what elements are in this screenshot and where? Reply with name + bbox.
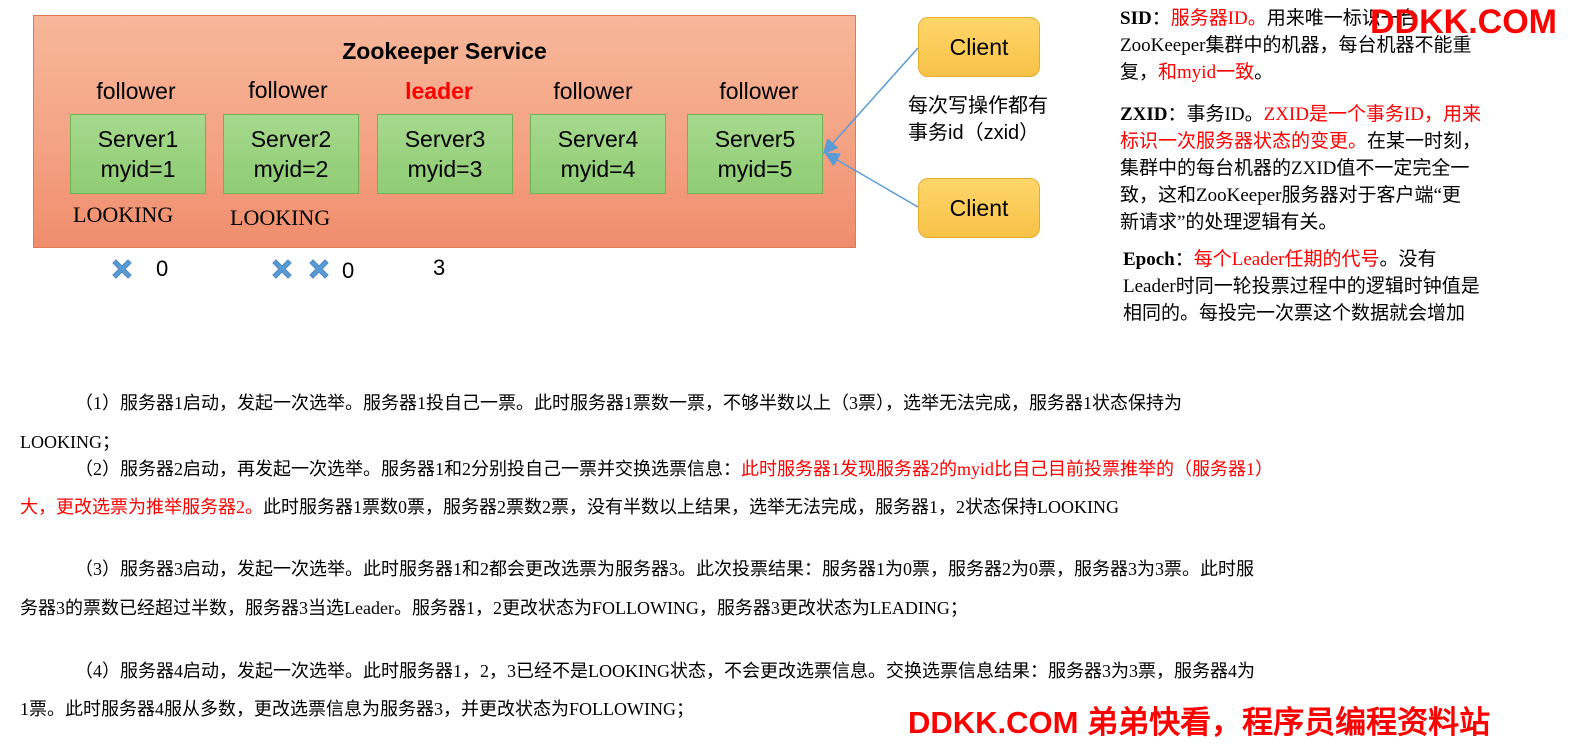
server1-vote: 0 xyxy=(156,256,169,281)
watermark-top: DDKK.COM xyxy=(1370,3,1557,41)
server2-myid: myid=2 xyxy=(253,156,329,182)
step4-line1: （4）服务器4启动，发起一次选举。此时服务器1，2，3已经不是LOOKING状态… xyxy=(75,661,1255,681)
sid-term: SID xyxy=(1120,8,1152,29)
server1-box: Server1 myid=1 xyxy=(70,114,206,194)
service-title: Zookeeper Service xyxy=(342,38,547,64)
zxid-line1-b: ZXID是一个事务ID，用来 xyxy=(1263,104,1482,125)
arrow-client-bottom xyxy=(824,152,919,208)
server4-name: Server4 xyxy=(557,126,639,152)
server3-role: leader xyxy=(405,78,473,104)
server5-role: follower xyxy=(719,78,799,104)
epoch-definition: Epoch：每个Leader任期的代号。没有 Leader时同一轮投票过程中的逻… xyxy=(1123,246,1543,327)
zxid-line2-b: 在某一时刻， xyxy=(1367,131,1482,152)
epoch-line3: 相同的。每投完一次票这个数据就会增加 xyxy=(1123,303,1466,324)
write-note: 每次写操作都有 事务id（zxid） xyxy=(908,93,1048,147)
step3-line2: 务器3的票数已经超过半数，服务器3当选Leader。服务器1，2更改状态为FOL… xyxy=(20,598,968,618)
client-arrows xyxy=(823,47,919,208)
server2-vote: 0 xyxy=(342,258,355,283)
step2-line1-b: 此时服务器1发现服务器2的myid比自己目前投票推举的（服务器1） xyxy=(741,459,1273,479)
step1-line2: LOOKING； xyxy=(20,432,120,452)
zxid-term: ZXID xyxy=(1120,104,1168,125)
server1-name: Server1 xyxy=(97,126,179,152)
server2-status: LOOKING xyxy=(230,205,331,230)
server5-box: Server5 myid=5 xyxy=(687,114,823,194)
zxid-colon: ： xyxy=(1167,104,1187,125)
sid-line2: ZooKeeper集群中的机器，每台机器不能重 xyxy=(1120,35,1472,56)
server3-name: Server3 xyxy=(404,126,486,152)
zxid-line2-a: 标识一次服务器状态的变更。 xyxy=(1120,131,1368,152)
zxid-definition: ZXID：事务ID。ZXID是一个事务ID，用来 标识一次服务器状态的变更。在某… xyxy=(1120,101,1540,236)
server2-name: Server2 xyxy=(250,126,332,152)
server5-name: Server5 xyxy=(714,126,796,152)
epoch-line1-b: 。没有 xyxy=(1379,249,1437,270)
server4-role: follower xyxy=(553,78,633,104)
client-bottom: Client xyxy=(918,178,1040,238)
epoch-colon: ： xyxy=(1174,249,1194,270)
step1-line1: （1）服务器1启动，发起一次选举。服务器1投自己一票。此时服务器1票数一票，不够… xyxy=(75,393,1182,413)
sid-highlight: 服务器ID。 xyxy=(1170,8,1267,29)
epoch-line1-a: 每个Leader任期的代号 xyxy=(1193,249,1380,270)
sid-line3-a: 复， xyxy=(1120,62,1159,83)
zxid-line4: 致，这和ZooKeeper服务器对于客户端“更 xyxy=(1120,185,1461,206)
step2-line2: 大，更改选票为推举服务器2。此时服务器1票数0票，服务器2票数2票，没有半数以上… xyxy=(20,493,1119,519)
watermark-bottom: DDKK.COM 弟弟快看，程序员编程资料站 xyxy=(908,705,1491,740)
server3-vote: 3 xyxy=(433,255,446,280)
step2-line2-b: 此时服务器1票数0票，服务器2票数2票，没有半数以上结果，选举无法完成，服务器1… xyxy=(263,497,1119,517)
server5-myid: myid=5 xyxy=(717,156,793,182)
server2-role: follower xyxy=(248,77,328,103)
sid-colon: ： xyxy=(1151,8,1171,29)
write-note-line1: 每次写操作都有 xyxy=(908,95,1048,117)
cross-icon xyxy=(112,259,132,279)
arrow-client-top xyxy=(823,47,919,155)
server3-box: Server3 myid=3 xyxy=(377,114,513,194)
write-note-line2: 事务id（zxid） xyxy=(908,122,1040,144)
sid-line1-rest: 用来唯一标识一台 xyxy=(1266,8,1419,29)
epoch-line2: Leader时同一轮投票过程中的逻辑时钟值是 xyxy=(1123,276,1480,297)
sid-line3-b: 和myid一致 xyxy=(1158,62,1255,83)
step4-line2: 1票。此时服务器4服从多数，更改选票信息为服务器3，并更改状态为FOLLOWIN… xyxy=(20,699,694,719)
server1-myid: myid=1 xyxy=(100,156,176,182)
zxid-line1-a: 事务ID。 xyxy=(1186,104,1264,125)
cross-icon xyxy=(272,259,292,279)
server2-box: Server2 myid=2 xyxy=(223,114,359,194)
client-top: Client xyxy=(918,17,1040,77)
server4-box: Server4 myid=4 xyxy=(530,114,666,194)
sid-line3-c: 。 xyxy=(1254,62,1274,83)
step2-line2-a: 大，更改选票为推举服务器2。 xyxy=(20,497,263,517)
step2-line1: （2）服务器2启动，再发起一次选举。服务器1和2分别投自己一票并交换选票信息：此… xyxy=(75,455,1273,481)
epoch-term: Epoch xyxy=(1123,249,1175,270)
cross-icon xyxy=(309,259,329,279)
sid-definition: SID：服务器ID。用来唯一标识一台 ZooKeeper集群中的机器，每台机器不… xyxy=(1120,5,1540,86)
step3-line1: （3）服务器3启动，发起一次选举。此时服务器1和2都会更改选票为服务器3。此次投… xyxy=(75,559,1254,579)
zxid-line5: 新请求”的处理逻辑有关。 xyxy=(1120,212,1338,233)
server3-myid: myid=3 xyxy=(407,156,483,182)
server1-status: LOOKING xyxy=(73,202,174,227)
server4-myid: myid=4 xyxy=(560,156,636,182)
server1-role: follower xyxy=(96,78,176,104)
zxid-line3: 集群中的每台机器的ZXID值不一定完全一 xyxy=(1120,158,1470,179)
step2-line1-a: （2）服务器2启动，再发起一次选举。服务器1和2分别投自己一票并交换选票信息： xyxy=(75,459,741,479)
